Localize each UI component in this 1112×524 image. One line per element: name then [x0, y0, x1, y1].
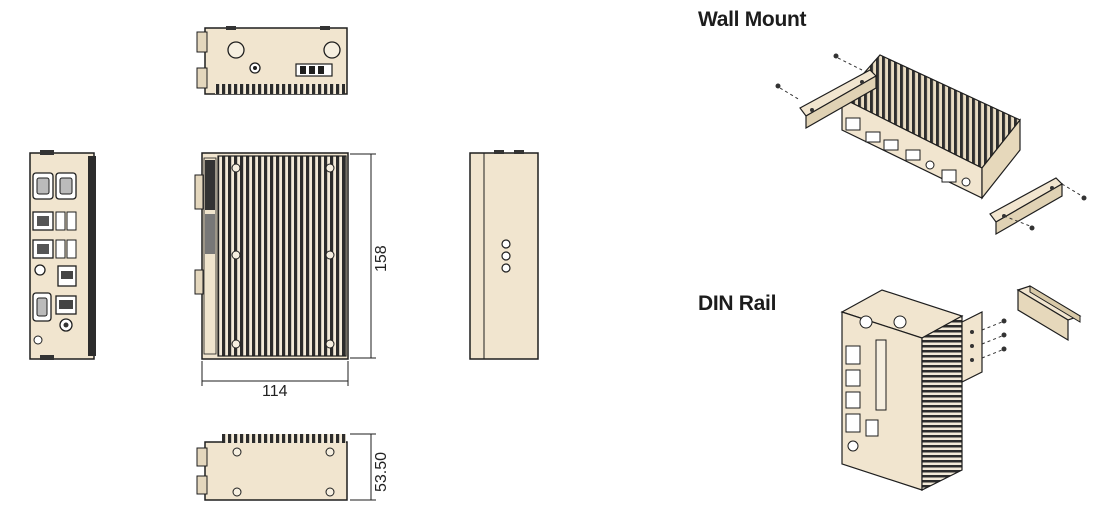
bottom-view	[196, 433, 376, 501]
front-io-view	[29, 150, 96, 360]
wall-mount-illustration	[775, 53, 1087, 236]
din-rail-heading: DIN Rail	[698, 292, 777, 315]
din-rail-illustration	[840, 285, 1082, 491]
depth-dimension-label: 53.50	[373, 451, 390, 492]
wall-mount-heading: Wall Mount	[698, 8, 807, 31]
top-view	[196, 26, 348, 95]
width-dimension-label: 114	[262, 383, 288, 400]
side-view	[469, 150, 539, 360]
height-dimension-label: 158	[373, 245, 390, 272]
main-heatsink-view	[194, 152, 376, 386]
